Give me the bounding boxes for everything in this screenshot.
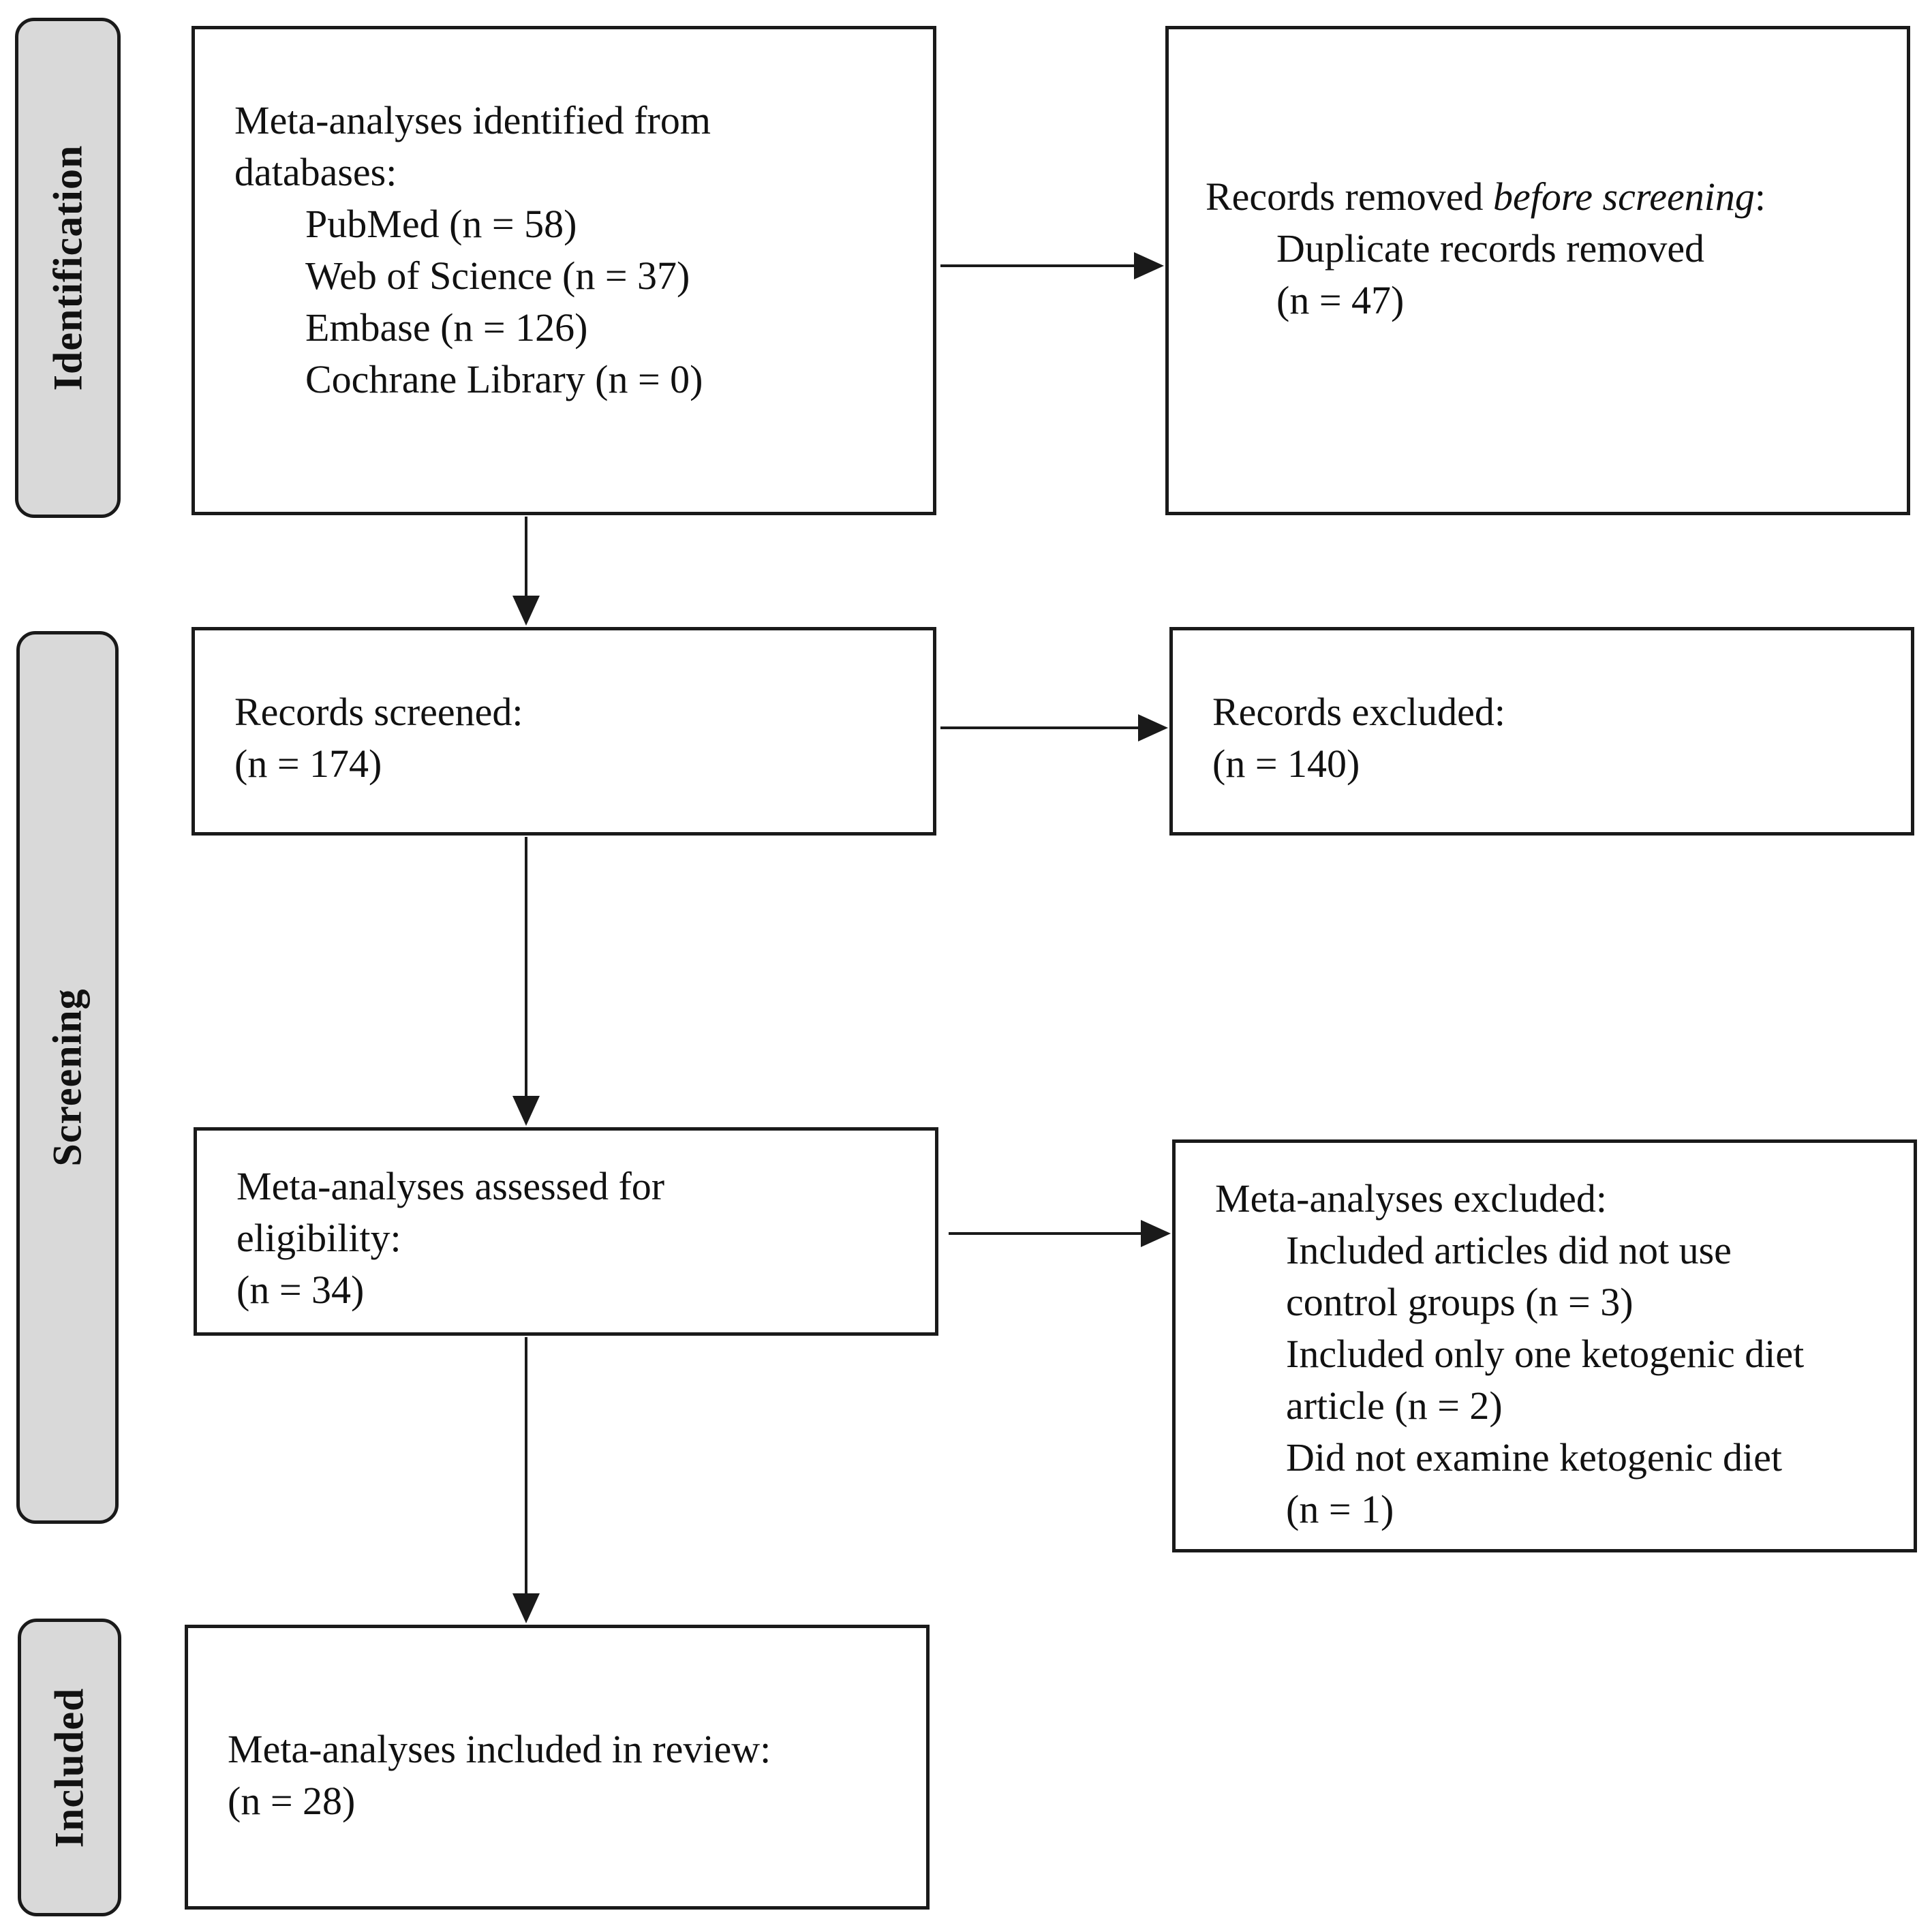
source-pubmed: PubMed (n = 58) xyxy=(305,202,577,246)
phase-label-identification: Identification xyxy=(45,144,90,391)
eligibility-box: Meta-analyses assessed for eligibility: … xyxy=(194,1127,938,1336)
included-heading: Meta-analyses included in review: xyxy=(228,1727,771,1771)
eligibility-heading: Meta-analyses assessed for xyxy=(236,1164,665,1208)
screened-heading: Records screened: xyxy=(234,690,523,734)
removed-duplicates: Duplicate records removed xyxy=(1276,226,1705,271)
included-text: Meta-analyses included in review: (n = 2… xyxy=(228,1724,771,1827)
identified-heading-cont: databases: xyxy=(234,150,397,194)
removed-heading-suffix: : xyxy=(1754,174,1766,219)
meta-excluded-heading: Meta-analyses excluded: xyxy=(1215,1176,1607,1221)
screened-count: (n = 174) xyxy=(234,741,382,786)
removed-count: (n = 47) xyxy=(1276,278,1405,322)
arrowhead-included xyxy=(512,1593,540,1623)
screened-text: Records screened: (n = 174) xyxy=(234,686,523,790)
arrowhead-meta-excluded xyxy=(1141,1220,1171,1247)
meta-excluded-text: Meta-analyses excluded: Included article… xyxy=(1215,1173,1804,1535)
phase-label-included: Included xyxy=(46,1687,92,1848)
meta-excluded-box: Meta-analyses excluded: Included article… xyxy=(1172,1139,1917,1552)
arrowhead-eligibility xyxy=(512,1096,540,1126)
phase-screening: Screening xyxy=(16,631,119,1524)
identified-heading: Meta-analyses identified from xyxy=(234,98,711,142)
arrowhead-screened xyxy=(512,596,540,626)
meta-excluded-reason-2a: Included only one ketogenic diet xyxy=(1286,1332,1805,1376)
records-excluded-text: Records excluded: (n = 140) xyxy=(1212,686,1505,790)
removed-text: Records removed before screening: Duplic… xyxy=(1206,171,1766,326)
removed-box: Records removed before screening: Duplic… xyxy=(1165,26,1910,515)
eligibility-heading-cont: eligibility: xyxy=(236,1216,401,1260)
removed-heading-emphasis: before screening xyxy=(1492,174,1755,219)
source-embase: Embase (n = 126) xyxy=(305,305,588,350)
meta-excluded-reason-1b: control groups (n = 3) xyxy=(1286,1280,1634,1324)
phase-identification: Identification xyxy=(15,18,121,518)
meta-excluded-reason-2b: article (n = 2) xyxy=(1286,1383,1503,1428)
arrowhead-records-excluded xyxy=(1138,714,1168,741)
records-excluded-box: Records excluded: (n = 140) xyxy=(1169,627,1914,836)
removed-heading: Records removed before screening: xyxy=(1206,171,1766,223)
records-excluded-heading: Records excluded: xyxy=(1212,690,1506,734)
meta-excluded-reason-3b: (n = 1) xyxy=(1286,1487,1394,1531)
identified-box: Meta-analyses identified from databases:… xyxy=(191,26,936,515)
meta-excluded-reason-3a: Did not examine ketogenic diet xyxy=(1286,1435,1783,1480)
source-cochrane: Cochrane Library (n = 0) xyxy=(305,357,703,401)
included-count: (n = 28) xyxy=(228,1779,356,1823)
phase-included: Included xyxy=(18,1619,121,1916)
eligibility-count: (n = 34) xyxy=(236,1268,365,1312)
meta-excluded-reason-1a: Included articles did not use xyxy=(1286,1228,1732,1272)
identified-text: Meta-analyses identified from databases:… xyxy=(234,95,711,405)
records-excluded-count: (n = 140) xyxy=(1212,741,1360,786)
included-box: Meta-analyses included in review: (n = 2… xyxy=(185,1625,930,1910)
removed-heading-prefix: Records removed xyxy=(1206,174,1493,219)
screened-box: Records screened: (n = 174) xyxy=(191,627,936,836)
source-web-of-science: Web of Science (n = 37) xyxy=(305,254,690,298)
eligibility-text: Meta-analyses assessed for eligibility: … xyxy=(236,1161,664,1316)
arrowhead-removed xyxy=(1134,252,1164,279)
phase-label-screening: Screening xyxy=(44,988,90,1167)
